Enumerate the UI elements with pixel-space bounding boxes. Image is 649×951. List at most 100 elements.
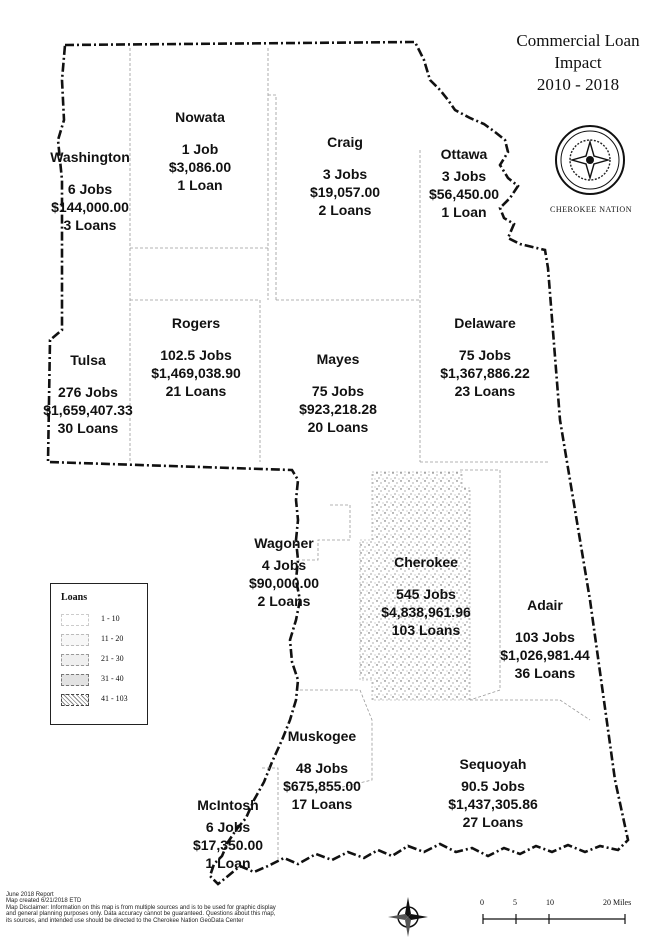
county-loans: 36 Loans [514, 665, 576, 681]
compass-rose-icon [388, 897, 428, 937]
county-amount: $4,838,961.96 [381, 604, 471, 620]
county-loans: 1 Loan [177, 177, 223, 193]
scale-tick: 0 [480, 898, 484, 907]
county-loans: 21 Loans [165, 383, 227, 399]
county-jobs: 3 Jobs [322, 166, 368, 182]
county-nowata: Nowata 1 Job $3,086.00 1 Loan [169, 108, 231, 194]
report-line-1: June 2018 Report [6, 892, 54, 898]
county-jobs: 103 Jobs [515, 629, 575, 645]
county-name: Rogers [171, 315, 221, 331]
county-jobs: 276 Jobs [58, 384, 118, 400]
county-wagoner: Wagoner 4 Jobs $90,000.00 2 Loans [249, 534, 319, 610]
county-loans: 1 Loan [205, 855, 251, 871]
cherokee-county-shading [359, 471, 471, 701]
county-loans: 27 Loans [462, 814, 524, 830]
scale-tick: 20 Miles [603, 898, 632, 907]
legend-label: 21 - 30 [101, 654, 124, 663]
county-cherokee: Cherokee 545 Jobs $4,838,961.96 103 Loan… [381, 553, 471, 639]
legend-row: 41 - 103 [61, 694, 145, 706]
legend-swatch [61, 694, 89, 706]
legend-swatch [61, 614, 89, 626]
county-delaware: Delaware 75 Jobs $1,367,886.22 23 Loans [440, 314, 530, 400]
legend-swatch [61, 634, 89, 646]
county-name: Ottawa [440, 146, 488, 162]
county-sequoyah: Sequoyah 90.5 Jobs $1,437,305.86 27 Loan… [448, 755, 538, 831]
county-name: Tulsa [70, 352, 106, 368]
county-loans: 30 Loans [57, 420, 119, 436]
county-amount: $90,000.00 [248, 575, 320, 591]
county-jobs: 3 Jobs [441, 168, 487, 184]
map-title: Commercial Loan Impact 2010 - 2018 [508, 30, 648, 96]
county-jobs: 6 Jobs [205, 819, 251, 835]
county-jobs: 75 Jobs [311, 383, 365, 399]
county-name: Delaware [454, 315, 516, 331]
county-loans: 1 Loan [441, 204, 487, 220]
county-loans: 17 Loans [291, 796, 353, 812]
title-line-2: Impact [554, 53, 602, 72]
legend-label: 31 - 40 [101, 674, 124, 683]
title-line-3: 2010 - 2018 [536, 75, 620, 94]
cherokee-nation-seal-icon [555, 125, 625, 195]
county-mayes: Mayes 75 Jobs $923,218.28 20 Loans [299, 350, 377, 436]
county-loans: 2 Loans [318, 202, 372, 218]
county-name: Mayes [316, 351, 360, 367]
county-jobs: 545 Jobs [396, 586, 456, 602]
report-line-2: Map created 6/21/2018 ETD [6, 898, 82, 905]
county-jobs: 1 Job [181, 141, 219, 157]
cherokee-nation-boundary [46, 40, 630, 886]
county-tulsa: Tulsa 276 Jobs $1,659,407.33 30 Loans [43, 351, 133, 437]
county-amount: $3,086.00 [168, 159, 232, 175]
legend-label: 1 - 10 [101, 614, 120, 623]
legend-row: 31 - 40 [61, 674, 145, 686]
map-legend: Loans 1 - 10 11 - 20 21 - 30 31 - 40 41 … [50, 583, 148, 725]
county-name: Muskogee [287, 728, 357, 744]
county-ottawa: Ottawa 3 Jobs $56,450.00 1 Loan [429, 145, 499, 221]
county-amount: $1,659,407.33 [43, 402, 133, 418]
county-mcintosh: McIntosh 6 Jobs $17,350.00 1 Loan [193, 796, 263, 872]
county-loans: 3 Loans [63, 217, 117, 233]
county-craig: Craig 3 Jobs $19,057.00 2 Loans [310, 133, 380, 219]
county-muskogee: Muskogee 48 Jobs $675,855.00 17 Loans [283, 727, 361, 813]
county-amount: $17,350.00 [192, 837, 264, 853]
county-name: Washington [50, 149, 130, 165]
county-jobs: 48 Jobs [295, 760, 349, 776]
title-line-1: Commercial Loan [516, 31, 640, 50]
county-rogers: Rogers 102.5 Jobs $1,469,038.90 21 Loans [151, 314, 241, 400]
county-loans: 23 Loans [454, 383, 516, 399]
scale-line [482, 914, 626, 924]
county-jobs: 4 Jobs [261, 557, 307, 573]
legend-swatch [61, 654, 89, 666]
county-amount: $675,855.00 [283, 778, 361, 794]
legend-row: 21 - 30 [61, 654, 145, 666]
county-boundaries [129, 48, 591, 860]
county-washington: Washington 6 Jobs $144,000.00 3 Loans [50, 148, 130, 234]
county-amount: $923,218.28 [299, 401, 377, 417]
legend-row: 11 - 20 [61, 634, 145, 646]
brand-name: CHEROKEE NATION [550, 205, 632, 214]
legend-swatch [61, 674, 89, 686]
county-amount: $1,469,038.90 [151, 365, 241, 381]
legend-title: Loans [61, 592, 88, 603]
county-amount: $1,367,886.22 [440, 365, 530, 381]
county-jobs: 102.5 Jobs [160, 347, 232, 363]
county-adair: Adair 103 Jobs $1,026,981.44 36 Loans [500, 596, 590, 682]
scale-tick: 5 [513, 898, 517, 907]
legend-label: 11 - 20 [101, 634, 124, 643]
county-loans: 20 Loans [307, 419, 369, 435]
county-loans: 2 Loans [257, 593, 311, 609]
county-amount: $1,437,305.86 [448, 796, 538, 812]
report-footnote: June 2018 Report Map created 6/21/2018 E… [6, 892, 276, 924]
county-name: Craig [327, 134, 363, 150]
county-amount: $56,450.00 [428, 186, 500, 202]
legend-row: 1 - 10 [61, 614, 145, 626]
county-amount: $19,057.00 [309, 184, 381, 200]
county-loans: 103 Loans [391, 622, 461, 638]
scale-bar: 0 5 10 20 Miles [475, 895, 645, 945]
legend-label: 41 - 103 [101, 694, 128, 703]
county-name: McIntosh [197, 797, 259, 813]
county-name: Cherokee [394, 554, 458, 570]
county-jobs: 6 Jobs [67, 181, 113, 197]
county-jobs: 75 Jobs [458, 347, 512, 363]
county-jobs: 90.5 Jobs [461, 778, 525, 794]
